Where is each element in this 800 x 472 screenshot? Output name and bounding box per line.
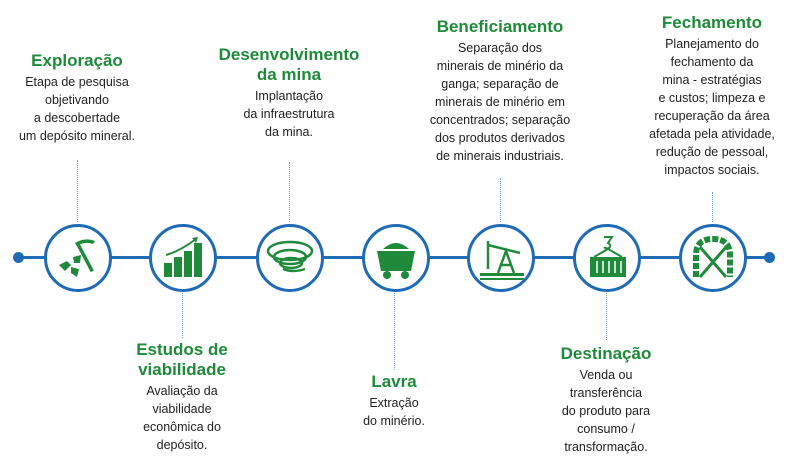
stage-label-fechamento: Fechamento Planejamento do fechamento da… [602,13,800,179]
stage-text: Venda ou [579,368,633,382]
connector [289,162,290,222]
growth-chart-icon [164,237,202,277]
stage-title: Beneficiamento [436,17,564,36]
stage-text: de minerais industriais. [436,149,564,163]
stage-title-line: Estudos de [136,340,228,359]
connector [394,290,395,370]
stage-label-beneficiamento: Beneficiamento Separação dos minerais de… [390,17,610,165]
stage-title-line: da mina [256,65,322,84]
stage-text: do minério. [363,414,425,428]
stage-text: transformação. [564,440,648,454]
stage-text: transferência [569,386,643,400]
pickaxe-rocks-icon [59,239,95,277]
stage-text: e custos; limpeza e [658,91,766,105]
connector [77,160,78,222]
stage-text: objetivando [45,93,109,107]
connector [182,290,183,338]
stage-text: recuperação da área [654,109,770,123]
stage-node-desenvolvimento [256,224,324,292]
timeline-end-dot [764,252,775,263]
stage-node-fechamento [679,224,747,292]
stage-text: impactos sociais. [664,163,760,177]
stage-title: Exploração [31,51,123,70]
stage-node-lavra [362,224,430,292]
mine-cart-icon [377,243,415,279]
stage-node-beneficiamento [467,224,535,292]
stage-text: um depósito mineral. [18,129,136,143]
stage-title-line: Desenvolvimento [218,45,360,64]
stage-text: consumo / [577,422,635,436]
stage-text: afetada pela atividade, [649,127,775,141]
stage-text: do produto para [561,404,651,418]
stage-text: Implantação [254,89,324,103]
connector [606,290,607,340]
stage-text: Avaliação da [146,384,218,398]
stage-text: da mina. [265,125,313,139]
connector [500,178,501,222]
connector [712,192,713,222]
stage-text: concentrados; separação [429,113,571,127]
stage-text: econômica do [143,420,221,434]
stage-text: Planejamento do [665,37,759,51]
stage-label-exploracao: Exploração Etapa de pesquisa objetivando… [0,51,187,145]
stage-text: ganga; separação de [441,77,559,91]
stage-node-estudos [149,224,217,292]
timeline-start-dot [13,252,24,263]
stage-text: Extração [369,396,419,410]
stage-text: depósito. [156,438,208,452]
stage-text: minerais de minério em [435,95,565,109]
stage-text: mina - estratégias [662,73,762,87]
container-crane-icon [590,236,626,277]
stage-text: Separação dos [457,41,543,55]
stage-text: viabilidade [152,402,212,416]
stage-node-exploracao [44,224,112,292]
stage-text: Etapa de pesquisa [25,75,129,89]
stage-text: fechamento da [670,55,754,69]
stage-title: Lavra [371,372,417,391]
stage-title-line: viabilidade [138,360,226,379]
stage-node-destinacao [573,224,641,292]
stage-title: Fechamento [661,13,763,32]
stage-label-lavra: Lavra Extração do minério. [284,372,504,430]
stage-label-destinacao: Destinação Venda ou transferência do pro… [496,344,716,456]
open-pit-icon [266,240,314,273]
stage-text: a descobertade [33,111,121,125]
stage-text: minerais de minério da [436,59,564,73]
stage-text: dos produtos derivados [435,131,565,145]
pump-jack-icon [480,241,524,280]
stage-text: da infraestrutura [243,107,335,121]
stage-title: Destinação [560,344,652,363]
stage-text: redução de pessoal, [655,145,769,159]
closed-arch-icon [693,235,733,278]
